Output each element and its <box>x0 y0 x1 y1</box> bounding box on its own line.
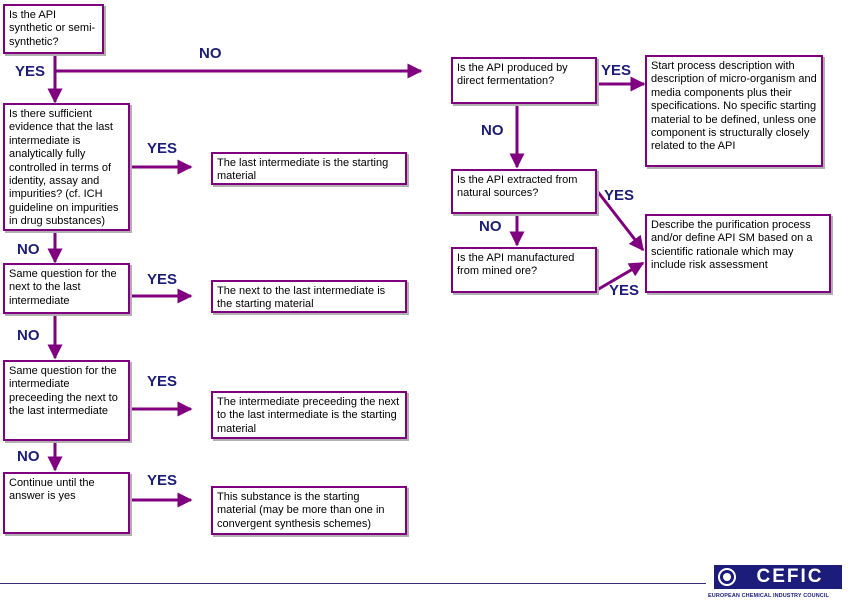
label-no-same-next: NO <box>17 327 40 344</box>
label-no-evidence: NO <box>17 241 40 258</box>
label-yes-continue: YES <box>147 472 178 489</box>
question-natural-box: Is the API extracted from natural source… <box>451 169 597 214</box>
question-fermentation-box: Is the API produced by direct fermentati… <box>451 57 597 104</box>
question-continue-box: Continue until the answer is yes <box>3 472 130 534</box>
question-same-preceeding-box: Same question for the intermediate prece… <box>3 360 130 441</box>
question-same-next-box: Same question for the next to the last i… <box>3 263 130 314</box>
label-yes-synthetic: YES <box>15 63 46 80</box>
logo-wordmark: CEFIC <box>756 566 824 587</box>
result-preceeding-box: The intermediate preceeding the next to … <box>211 391 407 439</box>
result-next-box: The next to the last intermediate is the… <box>211 280 407 313</box>
label-no-synthetic: NO <box>199 45 222 62</box>
label-yes-fermentation: YES <box>601 62 632 79</box>
question-synthetic-box: Is the API synthetic or semi-synthetic? <box>3 4 104 54</box>
organization-name: EUROPEAN CHEMICAL INDUSTRY COUNCIL <box>708 593 829 599</box>
label-yes-natural: YES <box>604 187 635 204</box>
result-last-box: The last intermediate is the starting ma… <box>211 152 407 185</box>
globe-icon <box>718 568 736 586</box>
label-no-natural: NO <box>479 218 502 235</box>
label-no-same-preceeding: NO <box>17 448 40 465</box>
question-evidence-box: Is there sufficient evidence that the la… <box>3 103 130 231</box>
label-no-fermentation: NO <box>481 122 504 139</box>
label-yes-same-preceeding: YES <box>147 373 178 390</box>
result-process-box: Start process description with descripti… <box>645 55 823 167</box>
result-purification-box: Describe the purification process and/or… <box>645 214 831 293</box>
question-mined-box: Is the API manufactured from mined ore? <box>451 247 597 293</box>
arrow-mined-to-purification <box>596 261 645 292</box>
cefic-logo: CEFIC <box>714 565 842 589</box>
arrow-natural-to-purification <box>596 191 645 252</box>
label-yes-same-next: YES <box>147 271 178 288</box>
footer-divider-right <box>430 583 706 584</box>
label-yes-mined: YES <box>609 282 640 299</box>
result-substance-box: This substance is the starting material … <box>211 486 407 535</box>
label-yes-evidence: YES <box>147 140 178 157</box>
footer-divider-left <box>0 583 490 584</box>
